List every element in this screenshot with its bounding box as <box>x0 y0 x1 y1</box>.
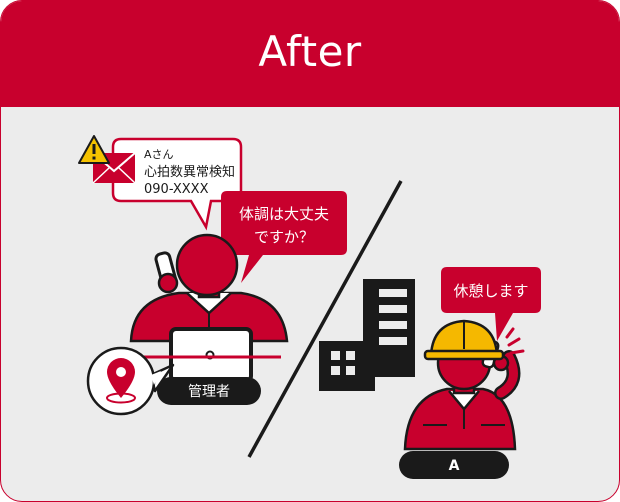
location-bubble <box>86 346 175 416</box>
building-icon <box>319 279 415 391</box>
manager-speech-line-2: ですか？ <box>254 228 314 246</box>
laptop-icon <box>169 327 253 383</box>
header-bar: After <box>1 1 619 107</box>
svg-text:Aさん: Aさん <box>144 148 174 161</box>
notification-message: 心拍数異常検知 <box>144 164 235 180</box>
divider-line <box>247 180 403 458</box>
manager-label: 管理者 <box>157 377 261 405</box>
notification-phone: 090-XXXX <box>144 182 209 197</box>
worker-label-text: A <box>449 458 460 474</box>
warning-icon <box>78 135 110 164</box>
manager-speech-bubble: 体調は大丈夫 ですか？ <box>221 191 347 283</box>
worker-speech-bubble: 休憩します <box>441 267 541 341</box>
helmet-icon <box>423 319 505 361</box>
location-pin-icon <box>106 358 136 404</box>
notification-name: Aさん <box>144 148 174 161</box>
manager-label-text: 管理者 <box>188 384 230 400</box>
worker-label: A <box>399 451 509 479</box>
notification-bubble: Aさん 心拍数異常検知 090-XXXX <box>111 137 243 231</box>
page-title: After <box>258 26 362 76</box>
worker-speech-text: 休憩します <box>453 282 528 300</box>
manager-speech-line-1: 体調は大丈夫 <box>239 205 329 223</box>
